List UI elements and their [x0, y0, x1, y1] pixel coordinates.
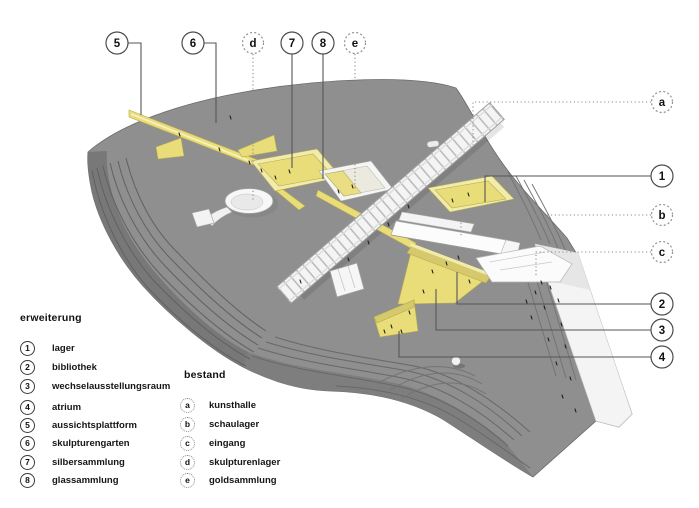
svg-text:6: 6: [190, 38, 196, 50]
legend-item-aussichtsplattform: 5 aussichtsplattform: [20, 417, 137, 433]
legend-item-eingang: c eingang: [180, 435, 245, 451]
contour-swirl: [379, 366, 487, 399]
callout-5: 5: [105, 31, 129, 55]
legend-key-7: 7: [20, 454, 35, 470]
callout-e: e: [343, 31, 367, 55]
svg-text:5: 5: [114, 38, 121, 50]
legend-key-8: 8: [20, 472, 35, 488]
bridge-end-box: [329, 262, 365, 298]
leader-5: [128, 42, 142, 115]
cliff-bottom: [243, 352, 533, 477]
svg-text:b: b: [658, 210, 665, 222]
svg-text:2: 2: [659, 299, 665, 311]
atrium-triangle: [373, 299, 419, 338]
schaulager: [390, 211, 521, 269]
legend-key-2: 2: [20, 359, 35, 375]
callout-1: 1: [650, 164, 674, 188]
people-marks: [178, 115, 577, 413]
ramp-wedge-upper: [397, 243, 493, 305]
legend-item-bibliothek: 2 bibliothek: [20, 359, 97, 375]
legend-key-c: c: [180, 435, 195, 451]
callout-a: a: [650, 90, 674, 114]
legend-key-1: 1: [20, 340, 35, 356]
legend-item-silbersammlung: 7 silbersammlung: [20, 454, 125, 470]
svg-text:4: 4: [659, 352, 666, 364]
svg-text:a: a: [659, 97, 666, 109]
sculpture-store-circle: [191, 188, 278, 228]
legend-item-atrium: 4 atrium: [20, 399, 81, 415]
callout-2: 2: [650, 292, 674, 316]
leader-2: [456, 272, 651, 305]
extension-structures: [128, 109, 515, 338]
contour-lines-left: [91, 157, 267, 367]
legend-key-4: 4: [20, 399, 35, 415]
legend-item-goldsammlung: e goldsammlung: [180, 472, 277, 488]
svg-text:7: 7: [289, 38, 295, 50]
legend-item-skulpturengarten: 6 skulpturengarten: [20, 435, 130, 451]
legend-key-3: 3: [20, 378, 35, 394]
pill-pavilion: [426, 140, 440, 148]
legend-key-6: 6: [20, 435, 35, 451]
existing-buildings: [276, 101, 573, 369]
silver-court: [250, 148, 342, 192]
legend-item-schaulager: b schaulager: [180, 416, 259, 432]
legend-key-e: e: [180, 472, 195, 488]
svg-text:1: 1: [659, 171, 666, 183]
sphere-sculpture: [451, 356, 465, 369]
callout-6: 6: [181, 31, 205, 55]
callout-4: 4: [650, 345, 674, 369]
svg-text:8: 8: [320, 38, 327, 50]
walkway-deck-2: [237, 134, 278, 158]
callout-7: 7: [280, 31, 304, 55]
legend-title-erweiterung: erweiterung: [20, 312, 82, 324]
small-pavilion: [191, 208, 215, 228]
callout-c: c: [650, 240, 674, 264]
legend-item-skulpturenlager: d skulpturenlager: [180, 454, 280, 470]
leader-6: [204, 42, 217, 123]
legend-key-a: a: [180, 397, 195, 413]
kunsthalle-bridge: [276, 101, 505, 305]
legend-key-d: d: [180, 454, 195, 470]
callout-8: 8: [311, 31, 335, 55]
leader-c: [535, 251, 651, 276]
walkway-deck-1: [155, 137, 185, 160]
svg-text:e: e: [352, 38, 358, 50]
svg-text:d: d: [249, 38, 256, 50]
leader-b: [460, 214, 651, 236]
callout-3: 3: [650, 318, 674, 342]
svg-text:3: 3: [659, 325, 665, 337]
callout-circles: 5 6 d 7 8 e a 1: [105, 31, 674, 369]
svg-text:c: c: [659, 247, 666, 259]
leader-1: [484, 175, 651, 202]
legend-key-5: 5: [20, 417, 35, 433]
entrance-buildings: [475, 245, 573, 283]
leader-lines-solid: [128, 42, 651, 358]
legend-key-b: b: [180, 416, 195, 432]
legend-item-lager: 1 lager: [20, 340, 75, 356]
leader-3: [435, 289, 651, 331]
leader-lines-dotted: [252, 54, 651, 276]
leader-4: [398, 331, 651, 358]
glass-gold-court: [318, 160, 394, 202]
callout-b: b: [650, 203, 674, 227]
callout-d: d: [241, 31, 265, 55]
legend-item-wechselausstellungsraum: 3 wechselausstellungsraum: [20, 378, 170, 394]
legend-item-kunsthalle: a kunsthalle: [180, 397, 256, 413]
legend-item-glassammlung: 8 glassammlung: [20, 472, 119, 488]
legend-title-bestand: bestand: [184, 369, 226, 381]
